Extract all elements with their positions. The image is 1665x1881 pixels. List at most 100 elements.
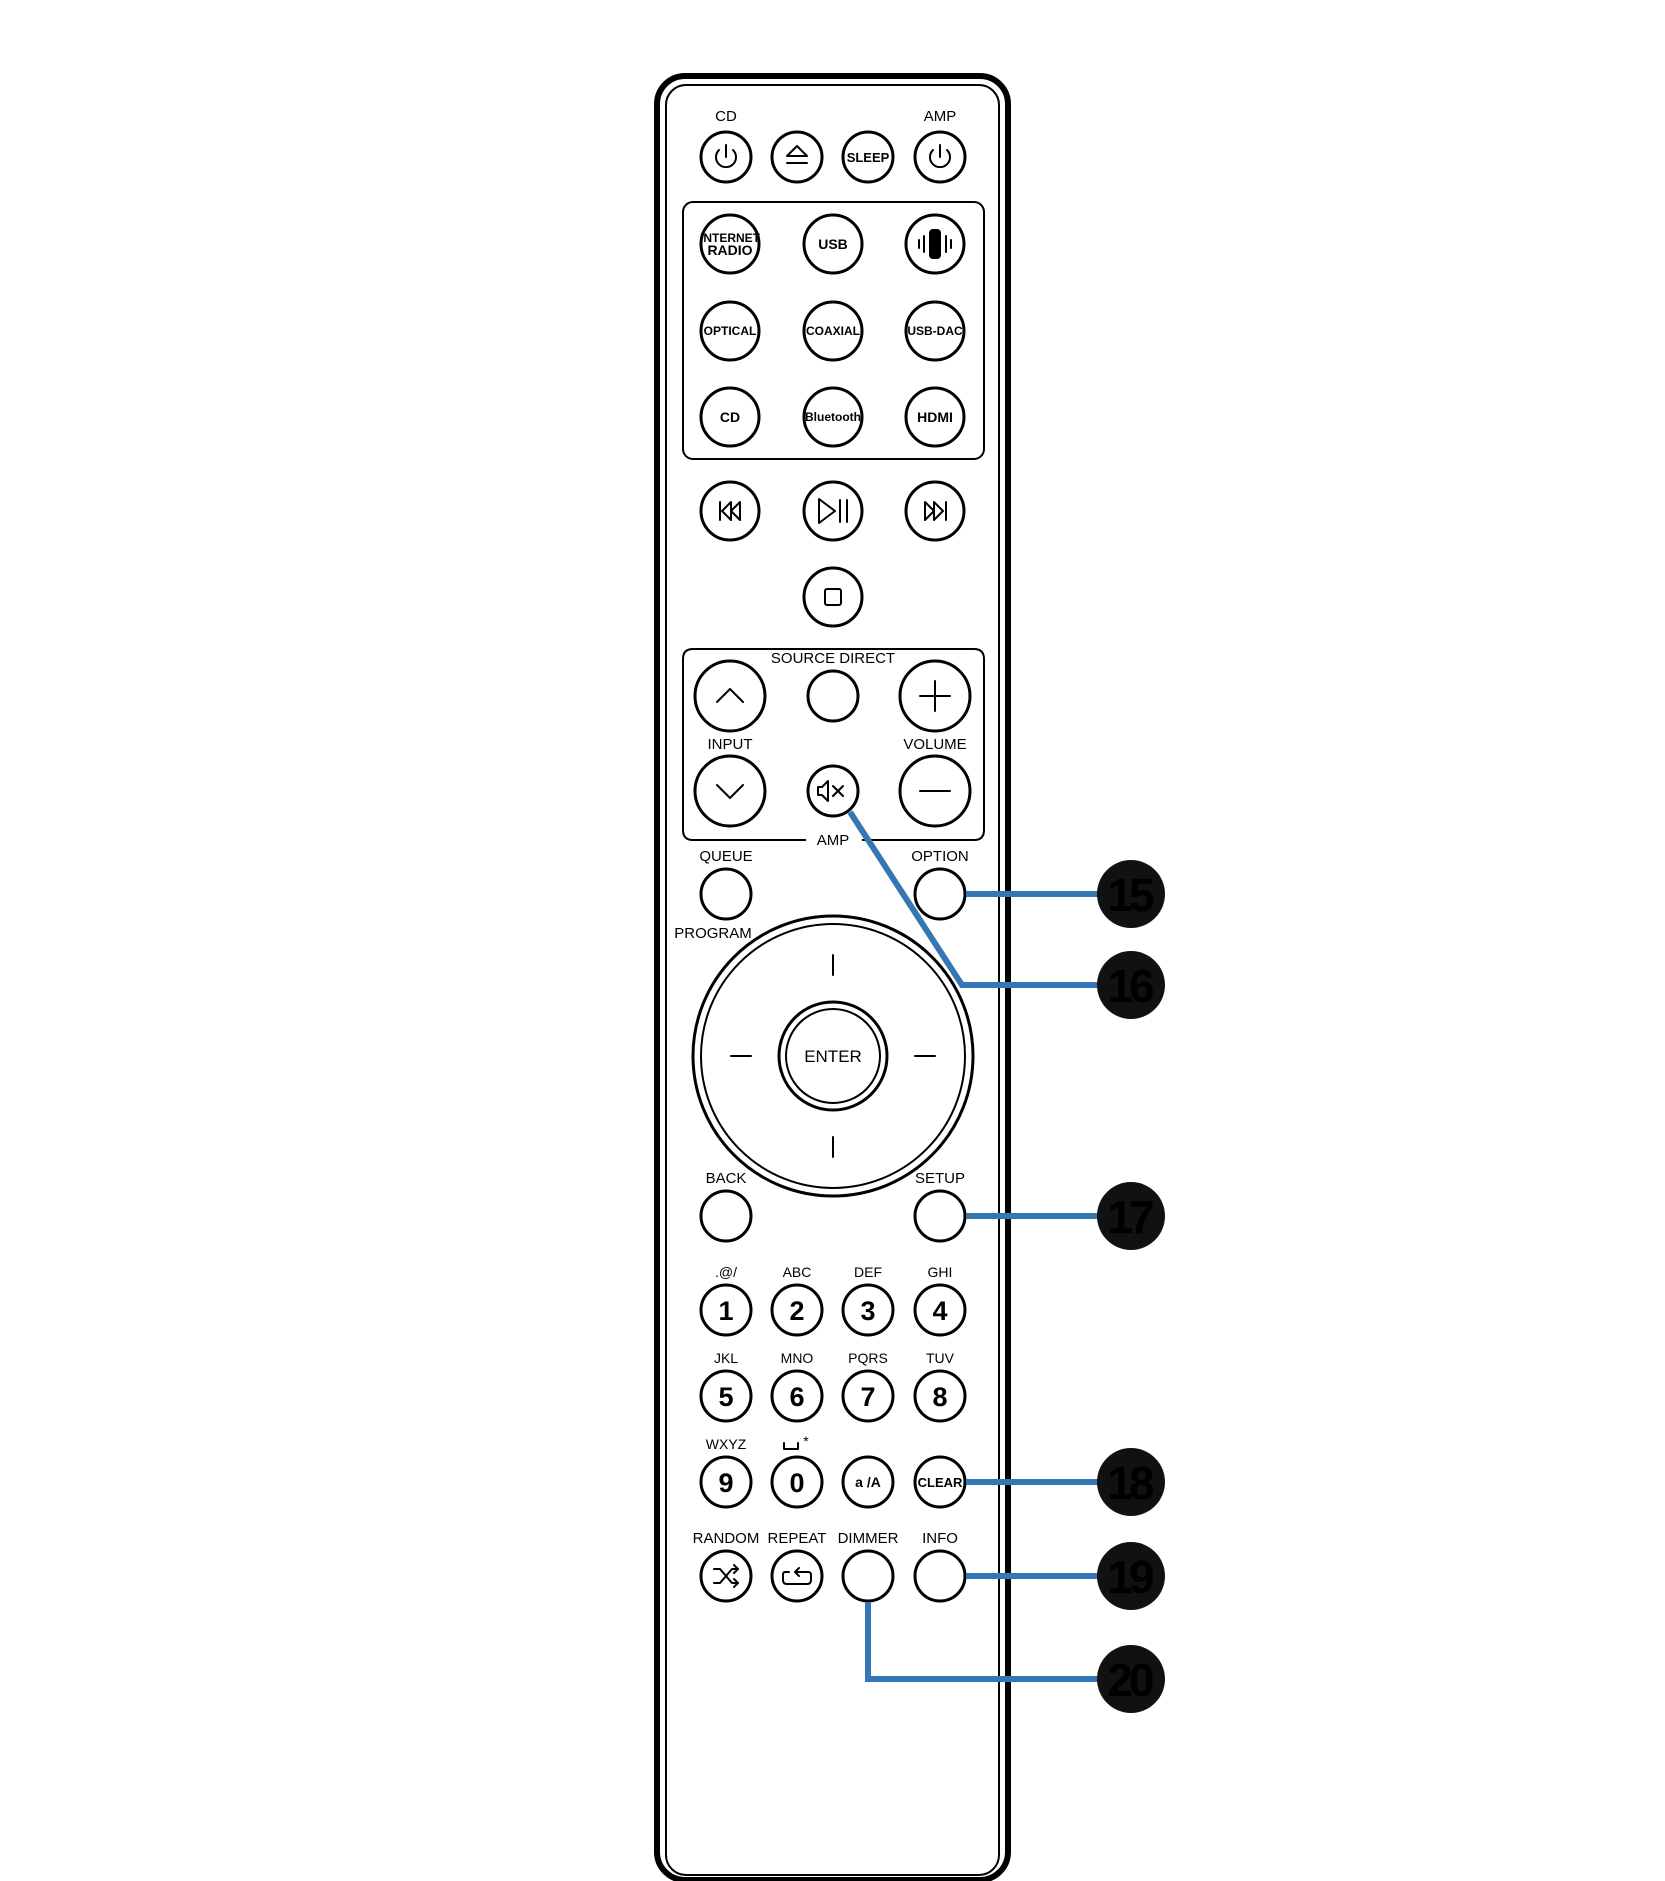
callout-15-badge: 15 bbox=[1097, 860, 1165, 928]
hdmi-label: HDMI bbox=[917, 409, 953, 425]
random-icon bbox=[713, 1564, 739, 1588]
back-button[interactable] bbox=[699, 1189, 753, 1243]
key-5-digit: 5 bbox=[718, 1382, 733, 1412]
setup-label: SETUP bbox=[915, 1170, 965, 1187]
key-6-letters: MNO bbox=[781, 1350, 814, 1366]
back-label: BACK bbox=[706, 1170, 747, 1187]
callout-17-number: 17 bbox=[1107, 1191, 1153, 1243]
key-8-letters: TUV bbox=[926, 1350, 955, 1366]
enter-button[interactable]: ENTER bbox=[777, 1000, 889, 1112]
eject-icon bbox=[786, 145, 808, 164]
callout-19-badge: 19 bbox=[1097, 1542, 1165, 1610]
stop-button[interactable] bbox=[802, 566, 864, 628]
key-9-button[interactable]: 9 bbox=[699, 1455, 753, 1509]
internet-radio-label-1: INTERNET bbox=[700, 231, 761, 245]
callout-20-number: 20 bbox=[1107, 1654, 1153, 1706]
key-7-button[interactable]: 7 bbox=[841, 1369, 895, 1423]
queue-label: QUEUE bbox=[699, 848, 752, 865]
key-9-letters: WXYZ bbox=[706, 1436, 747, 1452]
bluetooth-button[interactable]: Bluetooth bbox=[802, 386, 864, 448]
skip-forward-icon bbox=[924, 501, 947, 521]
dimmer-button[interactable] bbox=[841, 1549, 895, 1603]
case-toggle-label: a /A bbox=[855, 1474, 881, 1490]
skip-back-button[interactable] bbox=[699, 480, 761, 542]
info-button[interactable] bbox=[913, 1549, 967, 1603]
callout-16-line bbox=[847, 810, 1110, 988]
program-label: PROGRAM bbox=[674, 925, 752, 942]
stop-icon bbox=[824, 588, 842, 606]
option-button[interactable] bbox=[913, 867, 967, 921]
sleep-button[interactable]: SLEEP bbox=[841, 130, 895, 184]
key-0-button[interactable]: 0 bbox=[770, 1455, 824, 1509]
key-2-digit: 2 bbox=[789, 1296, 804, 1326]
callout-19-number: 19 bbox=[1107, 1551, 1153, 1603]
eject-button[interactable] bbox=[770, 130, 824, 184]
usb-button[interactable]: USB bbox=[802, 213, 864, 275]
callout-20-badge: 20 bbox=[1097, 1645, 1165, 1713]
mute-button[interactable] bbox=[806, 764, 860, 818]
chevron-down-icon bbox=[716, 784, 744, 799]
mute-icon bbox=[817, 780, 844, 802]
key-2-button[interactable]: 2 bbox=[770, 1283, 824, 1337]
key-7-letters: PQRS bbox=[848, 1350, 888, 1366]
chevron-up-icon bbox=[716, 688, 744, 703]
amp-label: AMP bbox=[924, 108, 957, 125]
skip-forward-button[interactable] bbox=[904, 480, 966, 542]
key-1-button[interactable]: 1 bbox=[699, 1283, 753, 1337]
repeat-icon bbox=[782, 1567, 812, 1585]
option-label: OPTION bbox=[911, 848, 969, 865]
skip-back-icon bbox=[719, 501, 741, 521]
coaxial-button[interactable]: COAXIAL bbox=[802, 300, 864, 362]
cd-source-label: CD bbox=[720, 409, 740, 425]
source-group-frame bbox=[682, 201, 985, 460]
cd-label: CD bbox=[715, 108, 737, 125]
key-8-digit: 8 bbox=[932, 1382, 947, 1412]
sleep-label: SLEEP bbox=[847, 150, 890, 165]
plus-icon bbox=[919, 680, 951, 712]
cd-source-button[interactable]: CD bbox=[699, 386, 761, 448]
volume-down-button[interactable] bbox=[898, 754, 972, 828]
source-direct-button[interactable] bbox=[806, 669, 860, 723]
input-up-button[interactable] bbox=[693, 659, 767, 733]
callout-15-number: 15 bbox=[1107, 869, 1154, 921]
enter-label: ENTER bbox=[804, 1047, 862, 1066]
play-pause-icon bbox=[818, 498, 848, 524]
random-button[interactable] bbox=[699, 1549, 753, 1603]
hdmi-button[interactable]: HDMI bbox=[904, 386, 966, 448]
clear-button[interactable]: CLEAR bbox=[913, 1455, 967, 1509]
heos-icon bbox=[918, 229, 952, 259]
usb-dac-button[interactable]: USB-DAC bbox=[904, 300, 966, 362]
info-label: INFO bbox=[922, 1530, 958, 1547]
callout-17-badge: 17 bbox=[1097, 1182, 1165, 1250]
key-5-button[interactable]: 5 bbox=[699, 1369, 753, 1423]
key-8-button[interactable]: 8 bbox=[913, 1369, 967, 1423]
key-3-button[interactable]: 3 bbox=[841, 1283, 895, 1337]
coaxial-label: COAXIAL bbox=[806, 324, 860, 338]
key-4-letters: GHI bbox=[928, 1264, 953, 1280]
queue-button[interactable] bbox=[699, 867, 753, 921]
volume-up-button[interactable] bbox=[898, 659, 972, 733]
random-label: RANDOM bbox=[693, 1530, 760, 1547]
cd-power-button[interactable] bbox=[699, 130, 753, 184]
amp-power-button[interactable] bbox=[913, 130, 967, 184]
case-toggle-button[interactable]: a /A bbox=[841, 1455, 895, 1509]
power-icon bbox=[715, 144, 737, 169]
heos-button[interactable] bbox=[904, 213, 966, 275]
callout-16-badge: 16 bbox=[1097, 951, 1165, 1019]
play-pause-button[interactable] bbox=[802, 480, 864, 542]
optical-button[interactable]: OPTICAL bbox=[699, 300, 761, 362]
key-7-digit: 7 bbox=[860, 1382, 875, 1412]
key-6-button[interactable]: 6 bbox=[770, 1369, 824, 1423]
key-4-digit: 4 bbox=[932, 1296, 947, 1326]
key-4-button[interactable]: 4 bbox=[913, 1283, 967, 1337]
key-2-letters: ABC bbox=[783, 1264, 812, 1280]
usb-label: USB bbox=[818, 236, 848, 252]
remote-body-inner bbox=[665, 84, 1000, 1876]
key-3-letters: DEF bbox=[854, 1264, 882, 1280]
setup-button[interactable] bbox=[913, 1189, 967, 1243]
key-0-letters: * bbox=[803, 1433, 809, 1449]
repeat-button[interactable] bbox=[770, 1549, 824, 1603]
internet-radio-button[interactable]: INTERNET RADIO bbox=[699, 213, 761, 275]
input-down-button[interactable] bbox=[693, 754, 767, 828]
key-9-digit: 9 bbox=[718, 1468, 733, 1498]
